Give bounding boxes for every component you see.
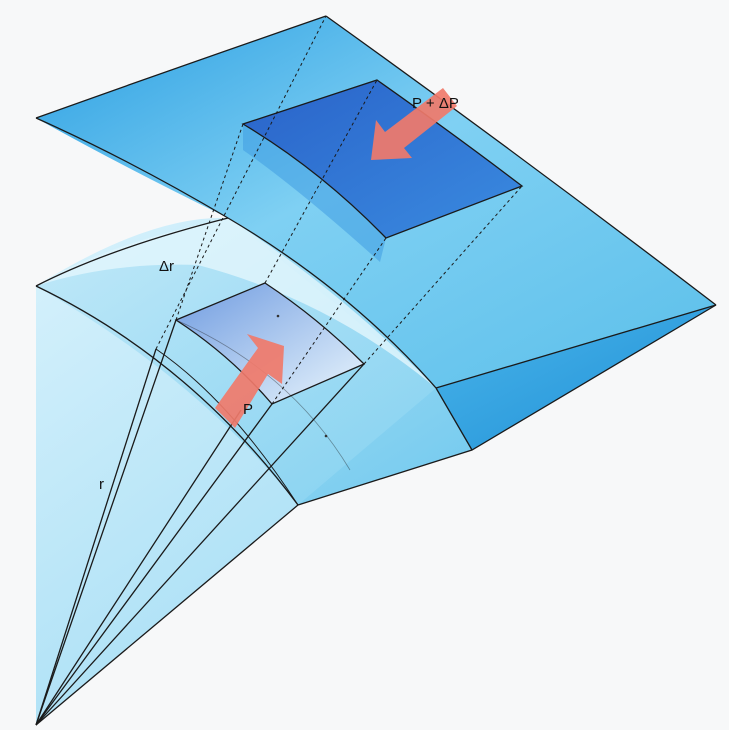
label-shell-thickness: Δr [159,258,174,275]
speck [277,315,280,318]
label-pressure-inner: P [243,401,253,418]
label-pressure-outer: P + ΔP [412,95,459,112]
label-radius: r [99,476,104,493]
speck [325,435,328,438]
